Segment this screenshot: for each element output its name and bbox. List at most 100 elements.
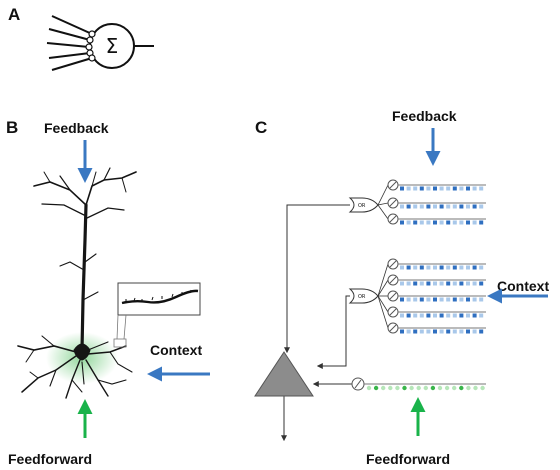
synapse-dot (439, 265, 444, 270)
synapse-dot (400, 265, 404, 270)
synapse-dot (366, 385, 372, 391)
synapse-dot (479, 204, 484, 209)
synapse-dot (446, 186, 451, 191)
synapse-dot (433, 220, 437, 225)
synapse-dot (400, 297, 404, 302)
synapse-dot (419, 313, 424, 318)
synapse-dot (426, 329, 431, 334)
synapse-dot (479, 313, 484, 318)
synapse-dot (452, 385, 457, 391)
synapse-dot (433, 329, 437, 334)
synapse-dot (400, 281, 404, 286)
synapse-dot (419, 329, 424, 334)
soma-triangle (254, 351, 314, 397)
synapse-dot (433, 297, 437, 302)
segment-row (387, 197, 486, 209)
panel-c-feedback-label: Feedback (392, 108, 457, 124)
synapse-dot (452, 204, 457, 209)
segment-row (387, 179, 486, 191)
segment-row (387, 306, 486, 318)
synapse-dot (479, 329, 484, 334)
synapse-dot (413, 265, 418, 270)
synapse-dot (466, 281, 470, 286)
panel-b-feedback-label: Feedback (44, 120, 109, 136)
sum-symbol: Σ (106, 34, 119, 58)
or-gate-label-2: OR (358, 294, 366, 300)
synapse-dot (452, 220, 457, 225)
synapse-dot (466, 313, 470, 318)
synapse-dot (446, 329, 451, 334)
synapse-dot (479, 281, 484, 286)
synapse-dot (406, 313, 411, 318)
synapse-dot (426, 281, 431, 286)
or-gate-label-1: OR (358, 203, 366, 209)
synapse-dot (419, 220, 424, 225)
synapse-dot (466, 385, 471, 391)
dendritic-segments (387, 179, 486, 334)
synapse-dot (426, 265, 431, 270)
synapse-dot (426, 297, 431, 302)
synapse-dot (433, 313, 437, 318)
synapse-dot (400, 204, 404, 209)
panel-b-feedforward-label: Feedforward (8, 451, 92, 467)
segment-row (387, 274, 486, 286)
synapse-dot (413, 329, 418, 334)
synapse-dot (406, 329, 411, 334)
synapse-dot (459, 186, 464, 191)
synapse-dot (472, 220, 477, 225)
synapse-dot (446, 313, 451, 318)
synapse-dot (459, 281, 464, 286)
synapse-dot (446, 281, 451, 286)
proximal-segment (351, 377, 486, 391)
synapse-dot (446, 265, 451, 270)
synapse-dot (466, 265, 470, 270)
synapse-dot (473, 385, 478, 391)
synapse-dot (439, 329, 444, 334)
synapse-dot (459, 385, 464, 391)
synapse-dot (444, 385, 450, 391)
synapse-dot (479, 220, 484, 225)
synapse-dot (439, 313, 444, 318)
synapse-dot (459, 204, 464, 209)
synapse-dot (388, 385, 393, 391)
synapse-dot (423, 385, 428, 391)
synapse-dot (400, 329, 404, 334)
synapse-dot (459, 329, 464, 334)
synapse-dot (426, 186, 431, 191)
input-synapses (85, 30, 96, 62)
panel-b-letter: B (6, 118, 18, 137)
synapse-dot (406, 220, 411, 225)
synapse-dot (416, 385, 421, 391)
synapse-dot (459, 220, 464, 225)
synapse-dot (433, 204, 437, 209)
synapse-dot (400, 186, 404, 191)
synapse-dot (413, 313, 418, 318)
panel-a: A Σ (8, 5, 154, 71)
panel-c: C Feedback OR OR Con (254, 108, 549, 467)
synapse-dot (419, 204, 424, 209)
panel-b-context-label: Context (150, 342, 202, 358)
gate-input-wires (377, 184, 389, 329)
synapse-dot (446, 220, 451, 225)
synapse-dot (452, 281, 457, 286)
synapse-dot (479, 265, 484, 270)
synapse-dot (479, 186, 484, 191)
synapse-dot (413, 297, 418, 302)
synapse-dot (381, 385, 386, 391)
synapse-dot (466, 329, 470, 334)
pyramidal-neuron (17, 167, 137, 399)
synapse-dot (479, 297, 484, 302)
synapse-dot (409, 385, 414, 391)
segment-row (387, 213, 486, 225)
synapse-dot (480, 385, 485, 391)
synapse-dot (466, 220, 470, 225)
synapse-dot (426, 313, 431, 318)
synapse-dot (439, 220, 444, 225)
synapse-dot (400, 313, 404, 318)
synapse-dot (472, 204, 477, 209)
synapse-dot (406, 297, 411, 302)
synapse-dot (419, 297, 424, 302)
synapse-dot (466, 186, 470, 191)
synapse-dot (459, 313, 464, 318)
